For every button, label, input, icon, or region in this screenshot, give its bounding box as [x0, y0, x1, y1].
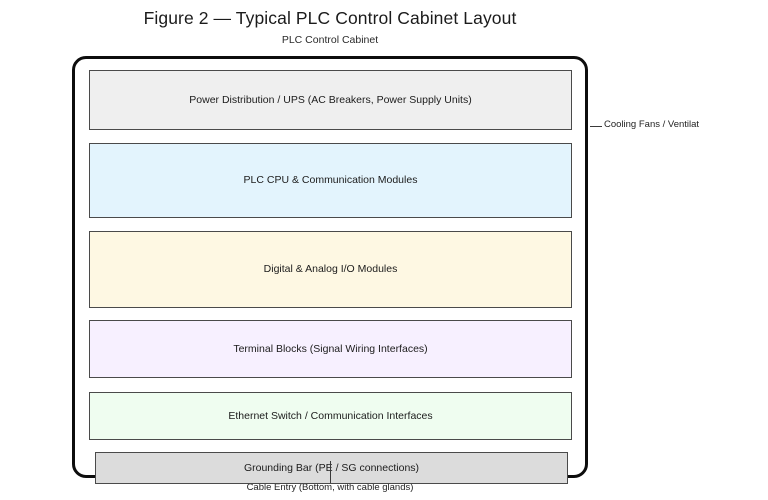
figure-title: Figure 2 — Typical PLC Control Cabinet L…: [143, 8, 517, 28]
band-label: Terminal Blocks (Signal Wiring Interface…: [233, 342, 428, 355]
cabinet-band-ethernet-switch[interactable]: Ethernet Switch / Communication Interfac…: [89, 392, 572, 440]
cabinet-band-grounding-bar[interactable]: Grounding Bar (PE / SG connections): [95, 452, 568, 484]
cable-entry-leader-line: [330, 461, 331, 483]
figure-subtitle: PLC Control Cabinet: [281, 34, 379, 46]
cabinet-band-power-distribution[interactable]: Power Distribution / UPS (AC Breakers, P…: [89, 70, 572, 130]
cooling-fans-leader-line: [590, 126, 602, 127]
cabinet-band-plc-cpu[interactable]: PLC CPU & Communication Modules: [89, 143, 572, 218]
cabinet-band-io-modules[interactable]: Digital & Analog I/O Modules: [89, 231, 572, 308]
band-label: PLC CPU & Communication Modules: [243, 174, 418, 187]
band-label: Ethernet Switch / Communication Interfac…: [228, 409, 433, 422]
cabinet-band-terminal-blocks[interactable]: Terminal Blocks (Signal Wiring Interface…: [89, 320, 572, 378]
band-label: Power Distribution / UPS (AC Breakers, P…: [189, 93, 472, 106]
annotation-cable-entry: Cable Entry (Bottom, with cable glands): [246, 482, 414, 493]
band-label: Digital & Analog I/O Modules: [263, 263, 398, 276]
band-label: Grounding Bar (PE / SG connections): [243, 461, 420, 474]
annotation-cooling-fans: Cooling Fans / Ventilat: [604, 119, 700, 130]
